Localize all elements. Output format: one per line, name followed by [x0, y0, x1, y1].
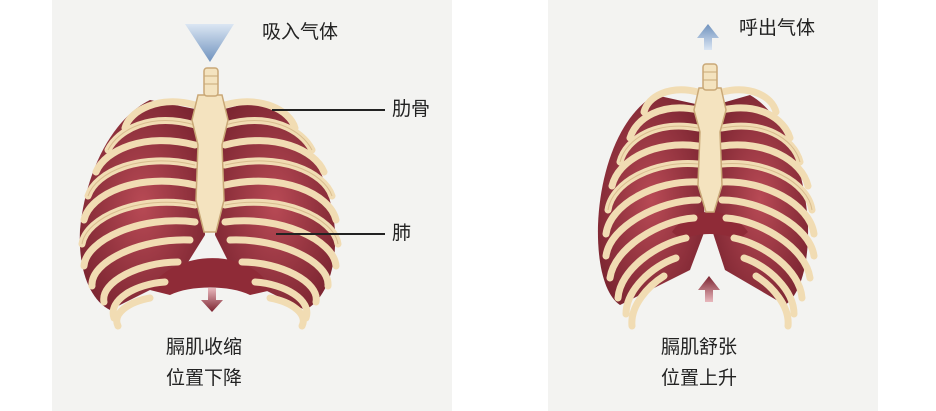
inhale-diaphragm-line2: 位置下降 [166, 367, 243, 389]
exhale-diaphragm-line1: 膈肌舒张 [661, 336, 738, 358]
exhale-title: 呼出气体 [739, 17, 816, 39]
exhale-ribcage [597, 63, 818, 330]
diaphragm-down-arrow [201, 288, 223, 312]
lung-label: 肺 [392, 222, 412, 244]
inhale-air-arrow [185, 24, 234, 62]
exhale-sternum [693, 87, 727, 213]
inhale-ribcage [78, 67, 342, 330]
exhale-air-arrow [697, 24, 719, 50]
inhale-spine [203, 67, 219, 97]
inhale-title: 吸入气体 [262, 21, 339, 43]
inhale-diaphragm [150, 258, 272, 295]
rib-leader-line [272, 109, 385, 111]
exhale-spine [702, 63, 718, 91]
diaphragm-up-arrow [698, 276, 720, 302]
exhale-diaphragm-line2: 位置上升 [661, 367, 738, 389]
lung-leader-line [276, 233, 385, 235]
rib-label: 肋骨 [392, 98, 431, 120]
inhale-sternum [191, 94, 229, 233]
inhale-diaphragm-line1: 膈肌收缩 [166, 336, 243, 358]
